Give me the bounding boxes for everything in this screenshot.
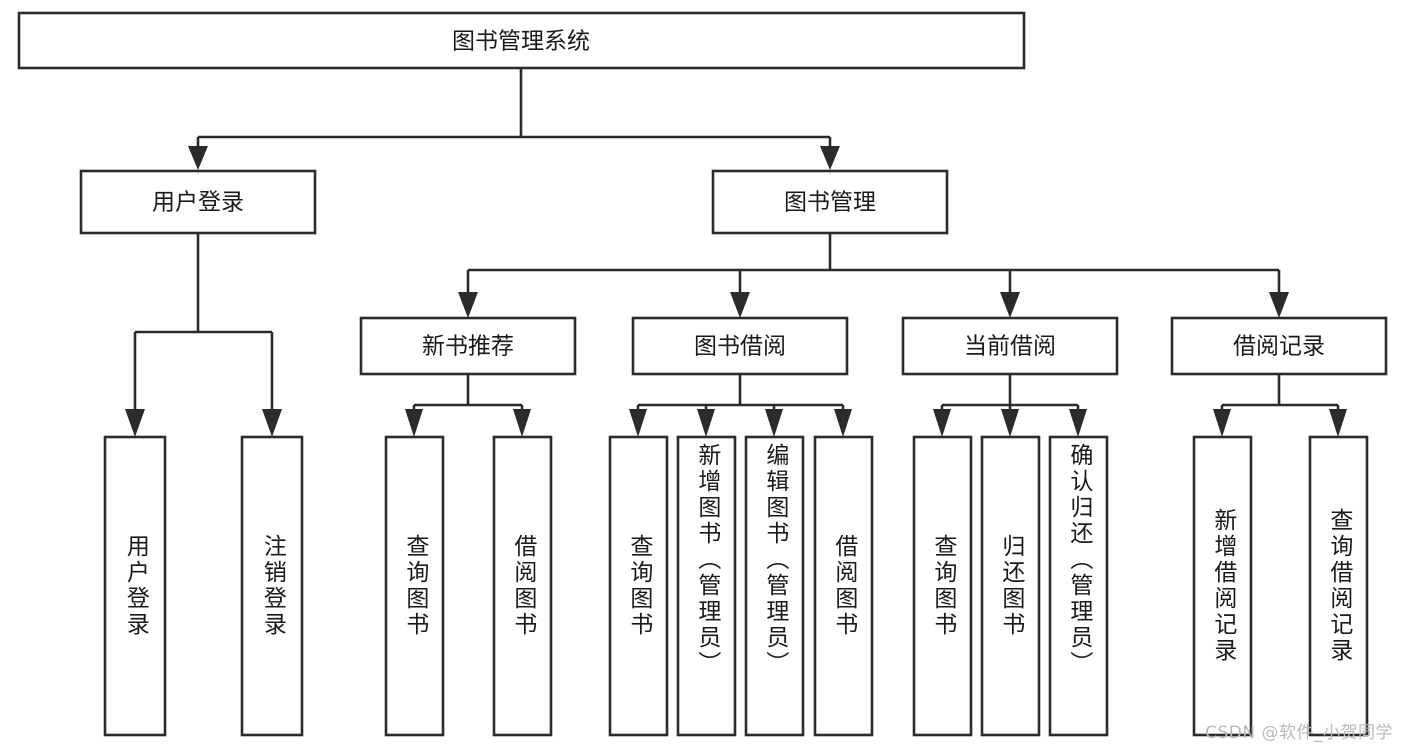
arrow-current-borrow-leaf-0-icon [933, 409, 951, 437]
node-root-box[interactable] [17, 11, 1026, 70]
node-root[interactable]: 图书管理系统 [17, 11, 1026, 70]
node-current-borrow[interactable]: 当前借阅 [901, 316, 1119, 376]
arrow-new-book-leaf-0-icon [405, 409, 423, 437]
node-book-borrow-label: 图书借阅 [694, 334, 786, 360]
arrow-level2-2-icon [1000, 292, 1020, 318]
arrow-level1-1-icon [820, 146, 840, 170]
leaf-box-user-login-0[interactable] [103, 435, 167, 737]
node-new-book-recommend[interactable]: 新书推荐 [359, 316, 577, 376]
leaf-box-current-borrow-1[interactable] [980, 435, 1041, 737]
node-book-management-label: 图书管理 [784, 190, 876, 216]
node-borrow-record-label: 借阅记录 [1233, 334, 1325, 360]
node-current-borrow-label: 当前借阅 [964, 334, 1056, 360]
node-borrow-record-box[interactable] [1170, 316, 1388, 376]
leaf-box-book-borrow-1[interactable] [676, 435, 737, 737]
node-borrow-record[interactable]: 借阅记录 [1170, 316, 1388, 376]
leaf-box-book-borrow-0[interactable] [608, 435, 669, 737]
leaf-box-book-borrow-3[interactable] [813, 435, 874, 737]
arrow-borrow-record-leaf-1-icon [1329, 409, 1347, 437]
node-current-borrow-box[interactable] [901, 316, 1119, 376]
node-book-borrow-box[interactable] [631, 316, 849, 376]
arrow-current-borrow-leaf-1-icon [1001, 409, 1019, 437]
arrow-current-borrow-leaf-2-icon [1069, 409, 1087, 437]
leaf-box-current-borrow-2[interactable] [1048, 435, 1109, 737]
leaf-box-book-borrow-2[interactable] [744, 435, 805, 737]
node-new-book-recommend-box[interactable] [359, 316, 577, 376]
leaf-box-user-login-1[interactable] [240, 435, 304, 737]
arrow-book-borrow-leaf-1-icon [697, 409, 715, 437]
arrow-book-borrow-leaf-3-icon [834, 409, 852, 437]
node-book-management[interactable]: 图书管理 [711, 169, 949, 235]
arrow-book-borrow-leaf-0-icon [629, 409, 647, 437]
arrow-level1-0-icon [188, 146, 208, 170]
node-user-login[interactable]: 用户登录 [79, 169, 317, 235]
leaf-box-new-book-0[interactable] [384, 435, 445, 737]
arrow-new-book-leaf-1-icon [513, 409, 531, 437]
node-book-borrow[interactable]: 图书借阅 [631, 316, 849, 376]
arrow-level2-3-icon [1269, 292, 1289, 318]
leaf-box-borrow-record-1[interactable] [1308, 435, 1369, 737]
watermark-text: CSDN @软件_小贺同学 [1205, 723, 1393, 743]
arrow-level2-1-icon [730, 292, 750, 318]
arrow-book-borrow-leaf-2-icon [765, 409, 783, 437]
arrow-user-login-leaf-1-icon [262, 409, 282, 437]
leaf-box-new-book-1[interactable] [492, 435, 553, 737]
node-root-label: 图书管理系统 [452, 29, 590, 55]
arrow-borrow-record-leaf-0-icon [1213, 409, 1231, 437]
leaf-box-current-borrow-0[interactable] [912, 435, 973, 737]
leaf-box-borrow-record-0[interactable] [1192, 435, 1253, 737]
arrow-user-login-leaf-0-icon [125, 409, 145, 437]
arrow-level2-0-icon [458, 292, 478, 318]
node-user-login-label: 用户登录 [152, 190, 244, 216]
node-new-book-recommend-label: 新书推荐 [422, 334, 514, 360]
node-book-management-box[interactable] [711, 169, 949, 235]
